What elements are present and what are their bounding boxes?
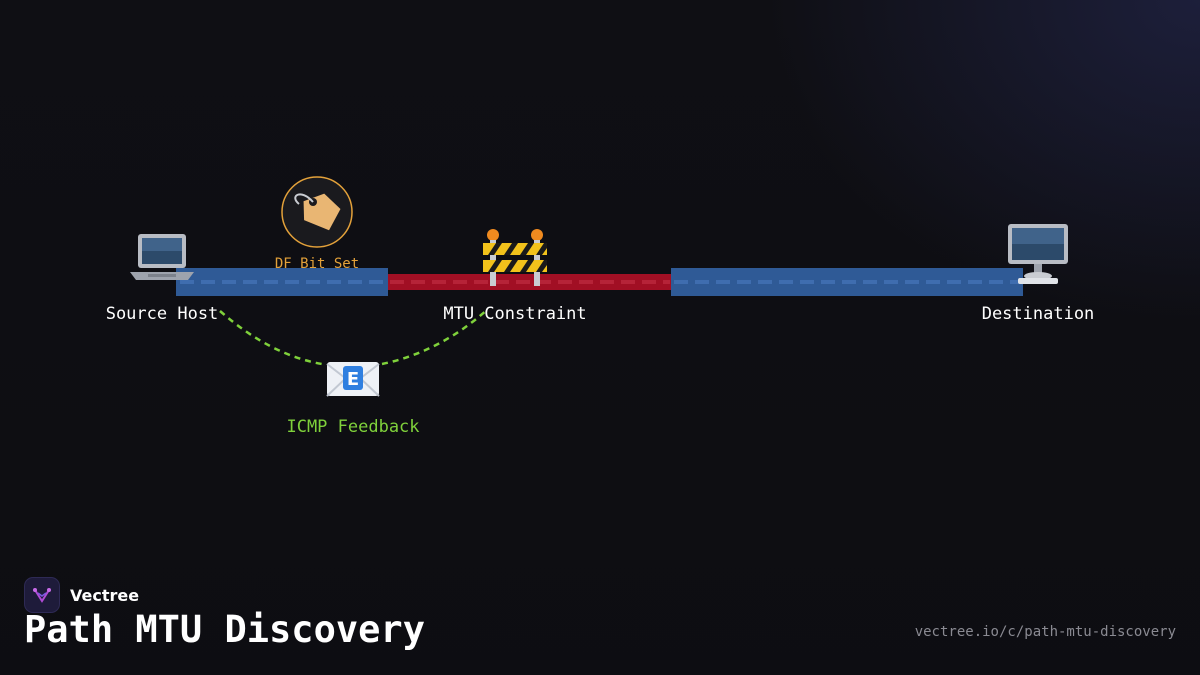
tag-icon [291,186,345,236]
mtu-constraint-label: MTU Constraint [443,304,587,324]
svg-text:E: E [347,369,359,390]
construction-barrier-icon [480,226,550,288]
feedback-path-left [219,310,323,366]
laptop-icon [128,228,196,288]
vectree-logo-icon [24,577,60,613]
brand: Vectree [24,577,139,613]
destination-label: Destination [981,304,1095,324]
envelope-icon: E [324,356,382,400]
footer-url: vectree.io/c/path-mtu-discovery [914,624,1176,640]
page-title: Path MTU Discovery [24,608,425,651]
icmp-feedback-label: ICMP Feedback [286,417,420,437]
source-host-label: Source Host [105,304,219,324]
brand-name: Vectree [70,585,140,605]
desktop-computer-icon [1004,222,1072,286]
df-bit-label: DF Bit Set [274,256,360,272]
feedback-path-right [381,308,489,366]
